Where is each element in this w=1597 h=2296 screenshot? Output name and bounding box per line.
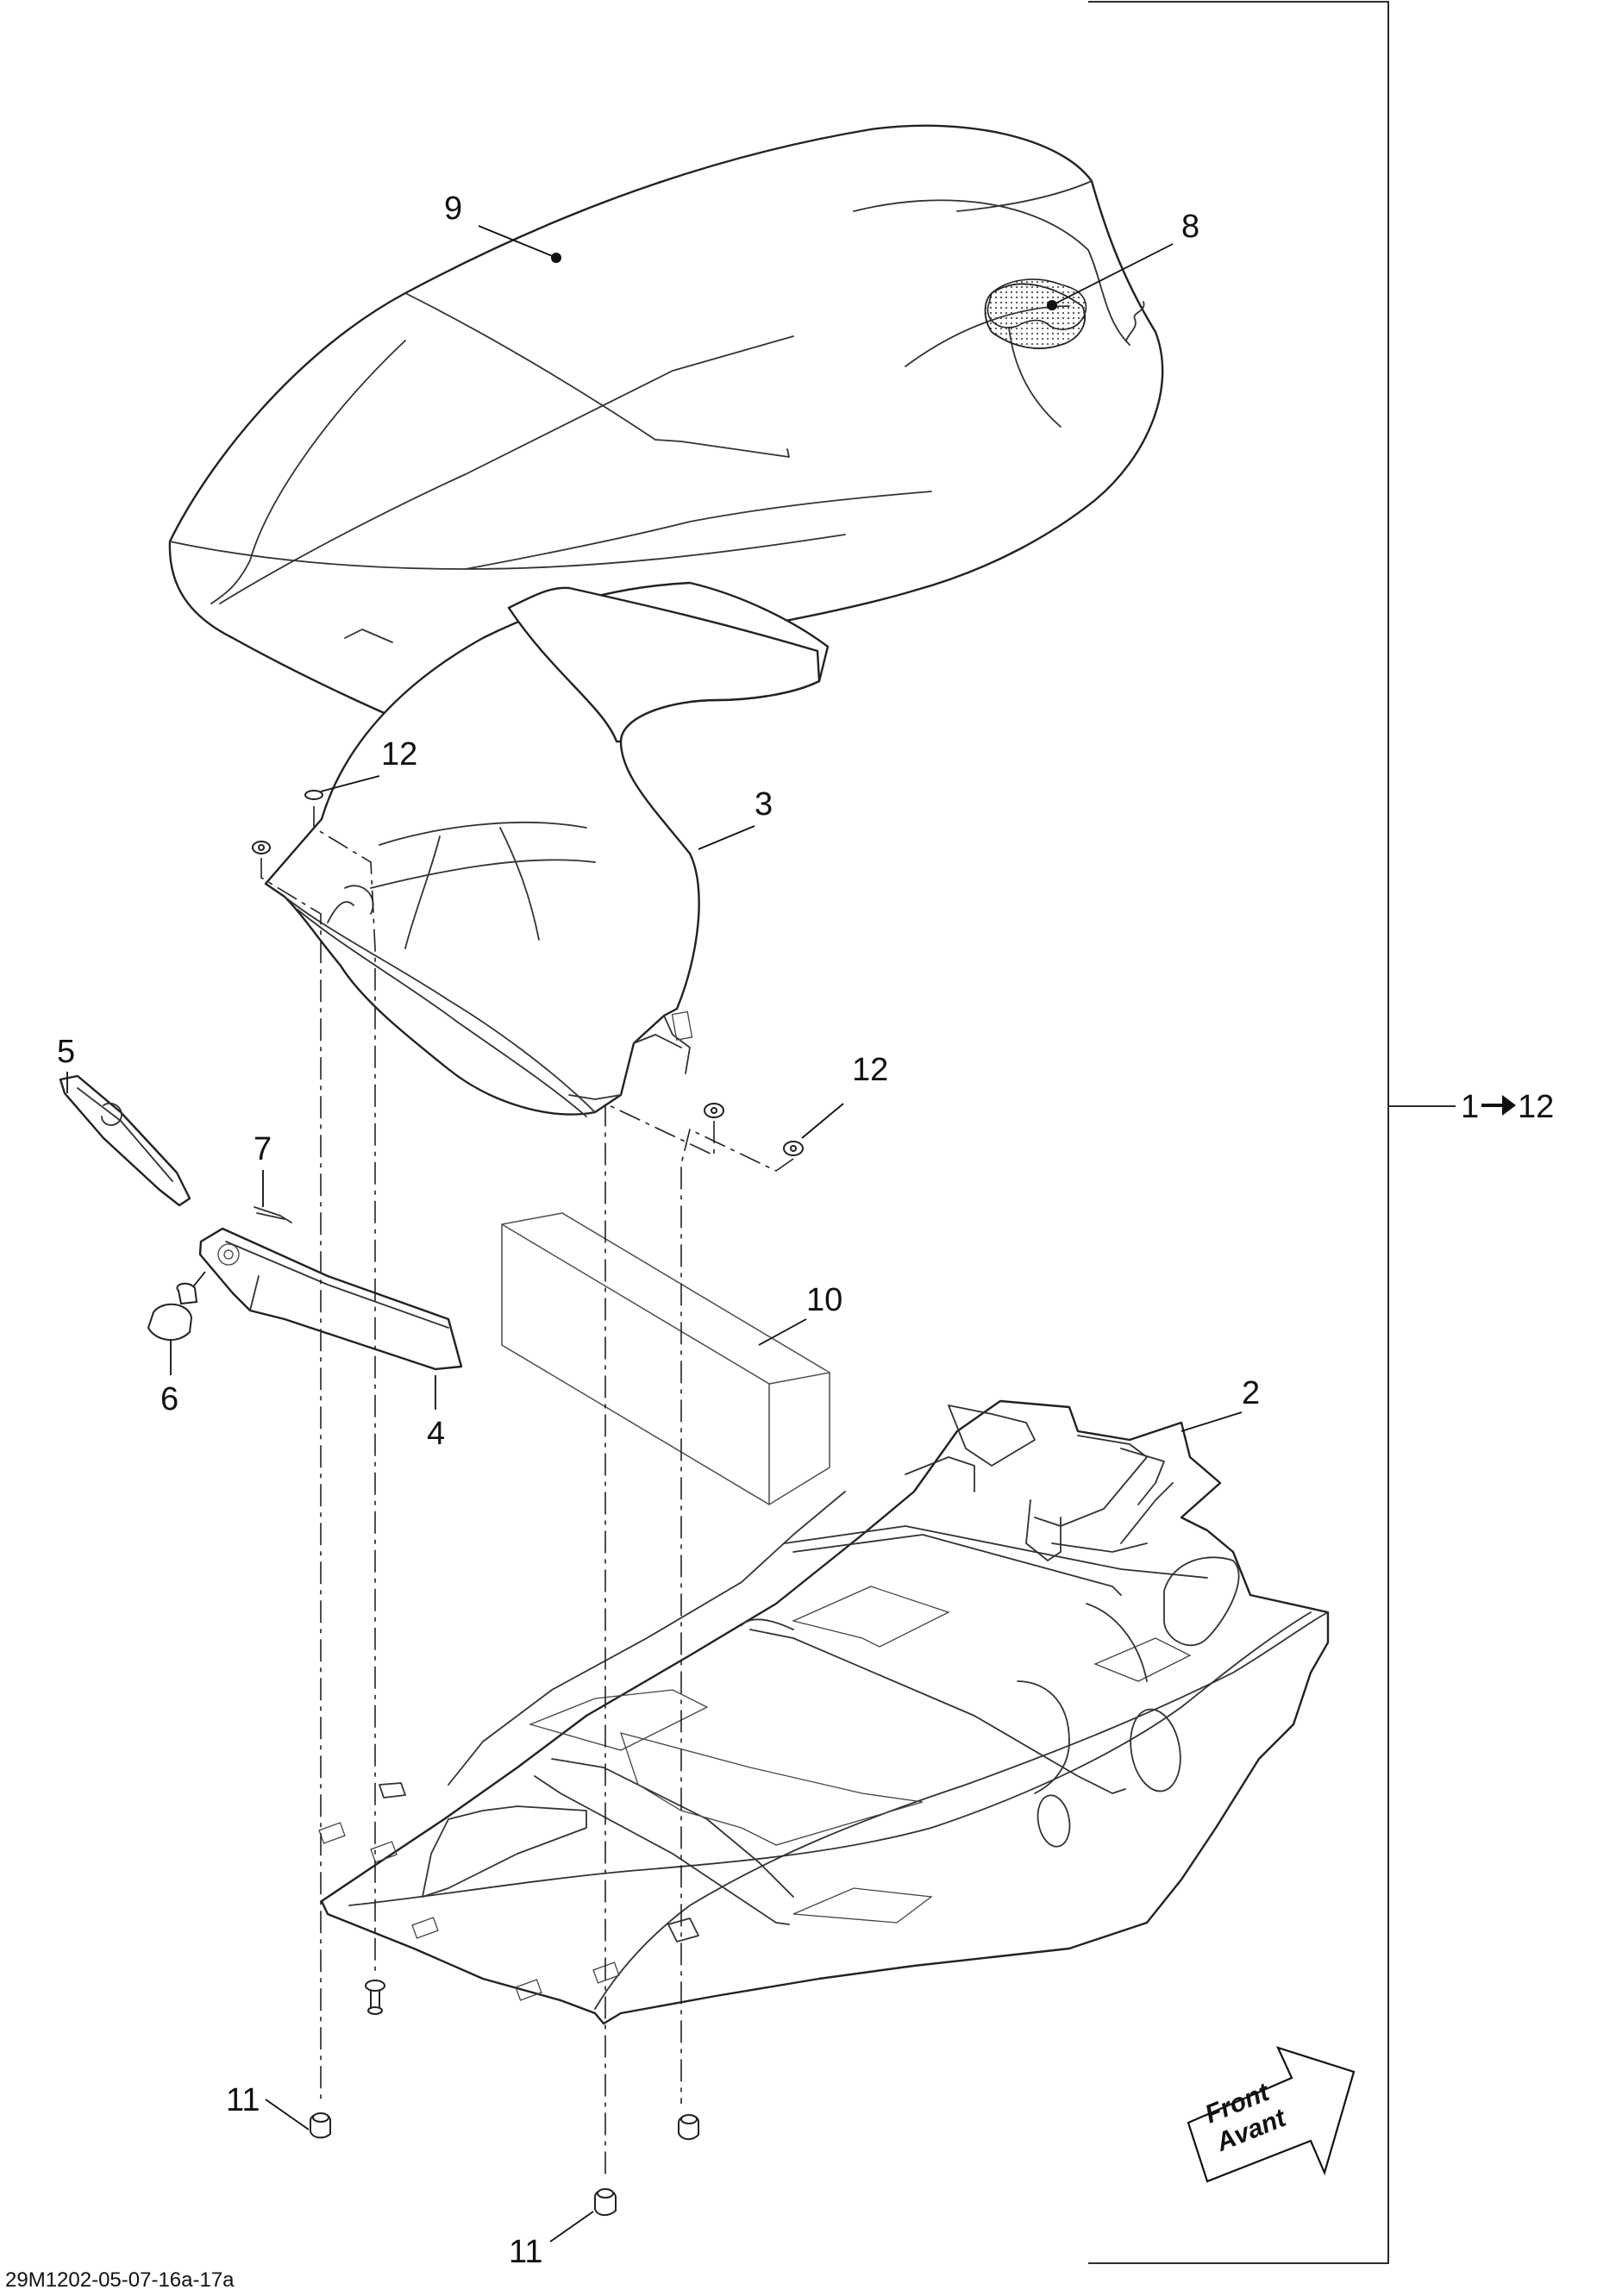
callout-range-start: 1	[1461, 1089, 1479, 1125]
callout-3: 3	[755, 786, 773, 823]
callout-labels: 9 8 12 3 12 5 7 10 2 6 4 11 11 1 12	[57, 191, 1554, 2270]
callout-2: 2	[1242, 1375, 1260, 1411]
alignment-lines	[260, 806, 794, 2177]
seat-cover-part-9	[168, 124, 1164, 743]
right-arrow-icon	[1481, 1095, 1516, 1116]
foam-block-part-10	[501, 1212, 830, 1505]
callout-6: 6	[160, 1381, 178, 1417]
strap-part-5	[59, 1074, 191, 1207]
storage-bin-part-3	[264, 581, 830, 1117]
fastener-11-b	[594, 2188, 617, 2216]
clip-part-7	[254, 1206, 292, 1223]
liner-part-2	[318, 1399, 1330, 2025]
washer-12-a	[304, 790, 323, 800]
callout-11-left: 11	[226, 2082, 260, 2118]
leaders	[66, 225, 1243, 2243]
callout-4: 4	[427, 1416, 445, 1452]
callout-10: 10	[806, 1282, 842, 1318]
fastener-11-c	[678, 2114, 699, 2140]
decal-part-8	[986, 278, 1087, 330]
hardware	[252, 790, 804, 2216]
fastener-11-d	[365, 1980, 385, 2015]
panel-part-4	[198, 1227, 463, 1371]
callout-5: 5	[57, 1034, 75, 1070]
callout-11-bottom: 11	[509, 2234, 542, 2270]
callout-9: 9	[444, 191, 462, 227]
callout-12-top: 12	[381, 736, 417, 773]
callout-12-right: 12	[852, 1052, 888, 1088]
front-direction-arrow-icon: Front Avant	[1187, 2046, 1356, 2183]
callout-7: 7	[254, 1131, 272, 1167]
fastener-part-6	[147, 1271, 206, 1341]
callout-8: 8	[1181, 209, 1199, 245]
drawing-code: 29M1202-05-07-16a-17a	[5, 2268, 235, 2292]
callout-range-end: 12	[1518, 1089, 1554, 1125]
group-bracket	[1088, 1, 1456, 2264]
fastener-11-a	[310, 2112, 331, 2139]
